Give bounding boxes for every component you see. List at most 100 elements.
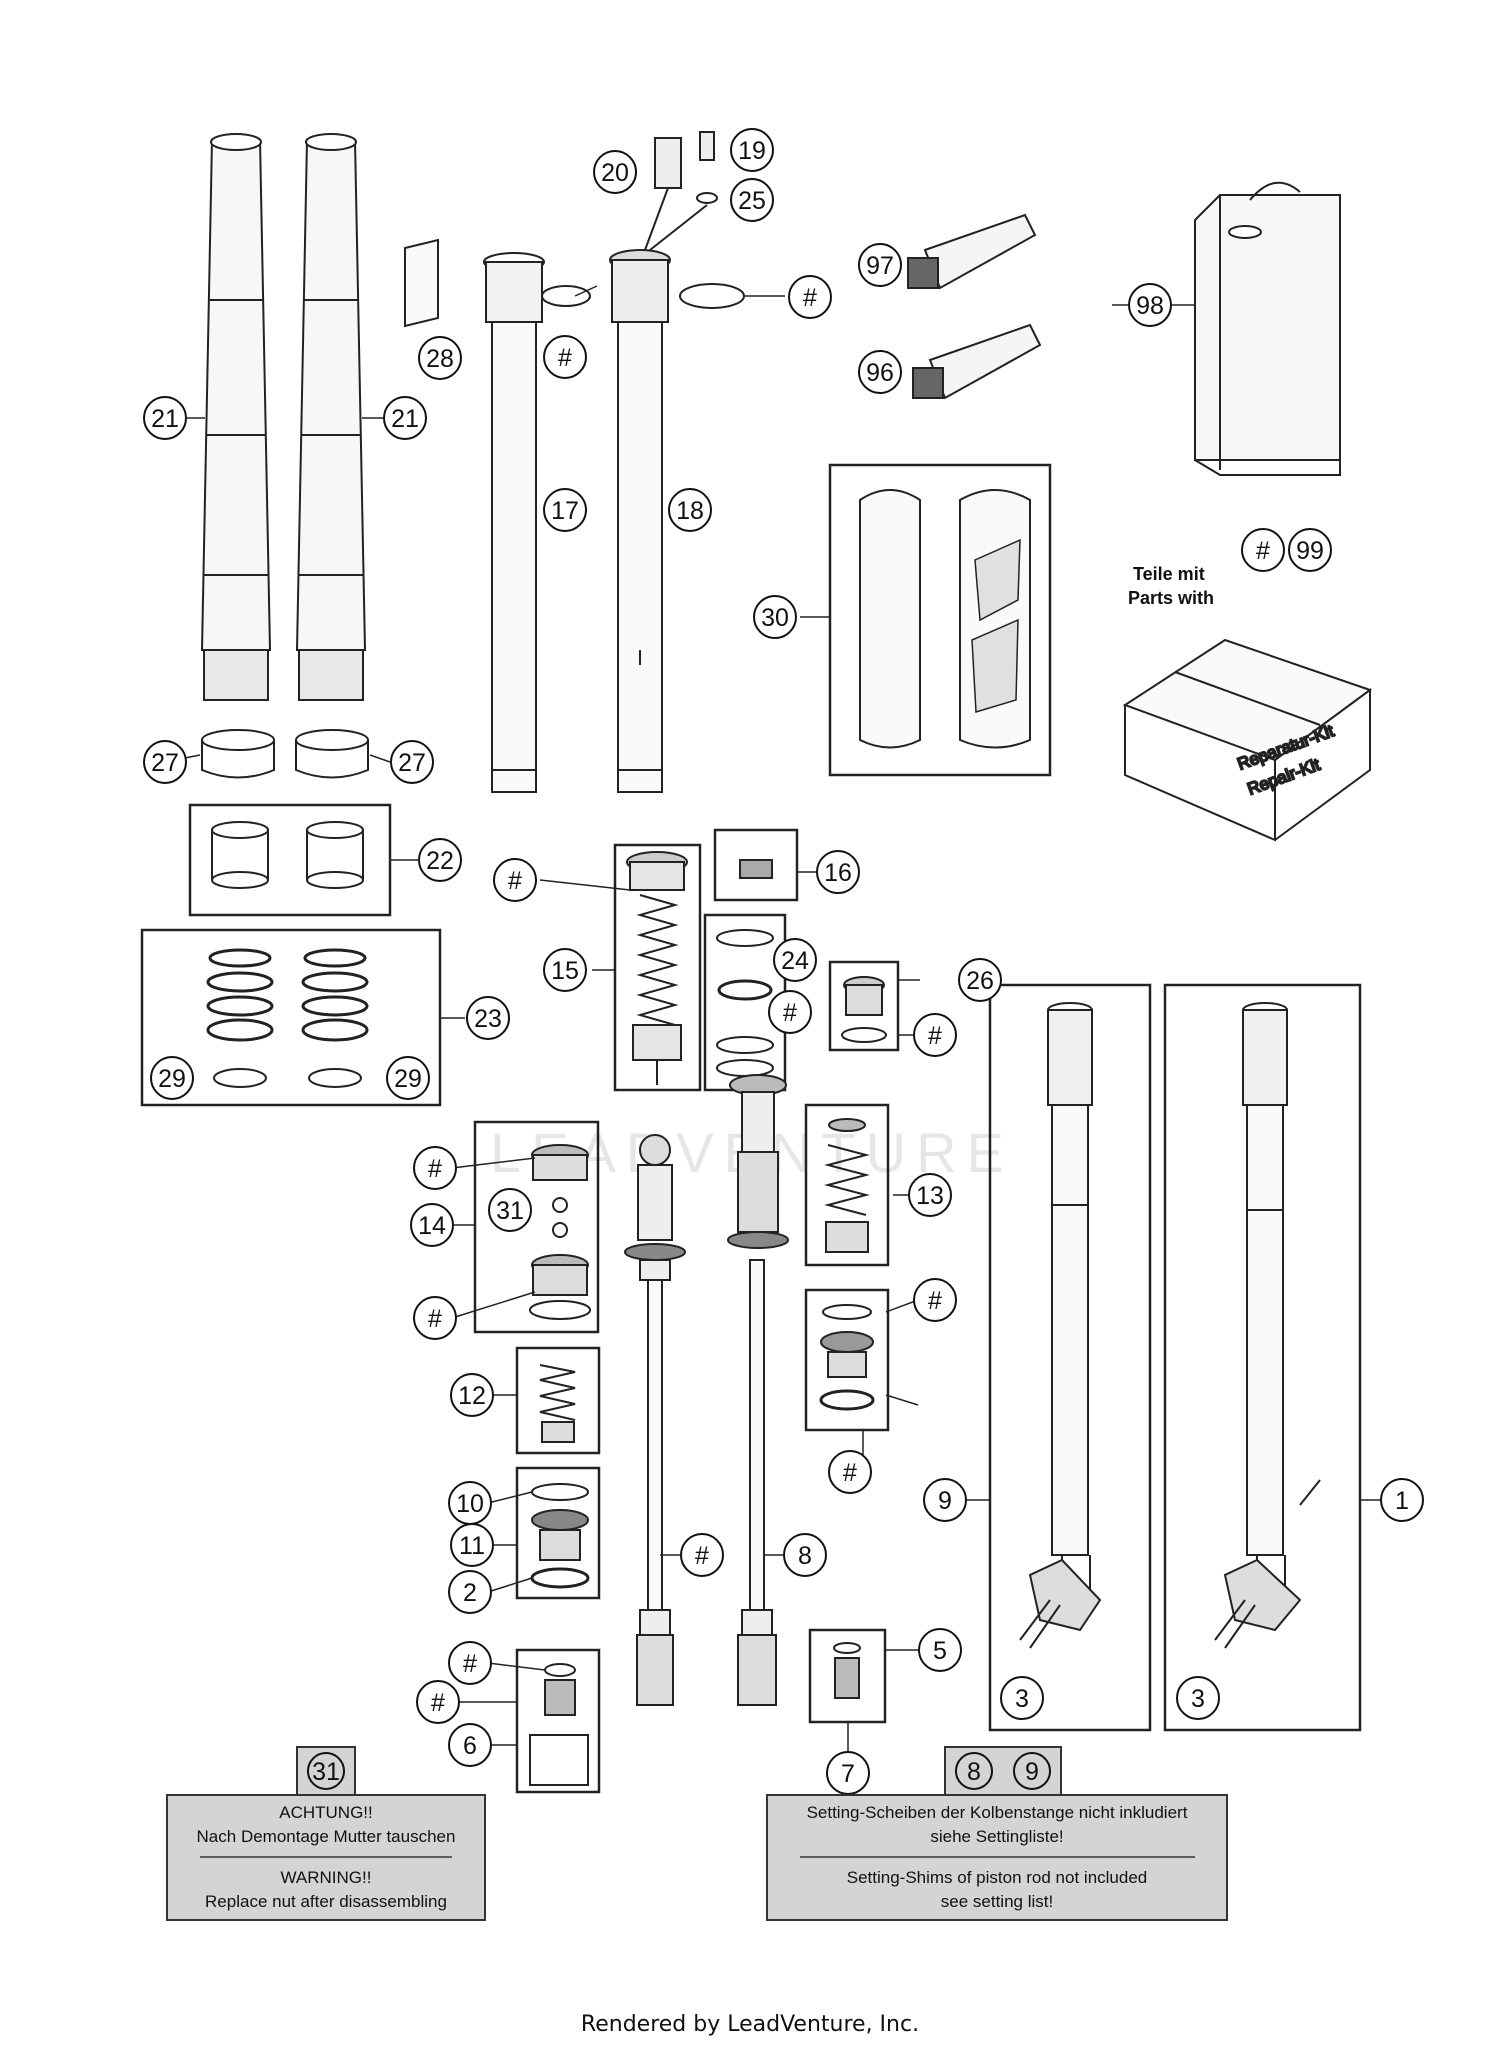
callout-label: 8 [798,1542,812,1570]
group-box-10 [515,1466,601,1600]
adjuster-16 [739,859,773,879]
callout-label: # [928,1287,942,1315]
callout-label: 23 [474,1005,502,1033]
callout-21: 21 [383,396,427,440]
callout-label: 9 [938,1487,952,1515]
seal-stack-right [301,948,369,1088]
callout-15: 15 [543,948,587,992]
group-box-15 [613,843,702,1092]
callout-label: 21 [151,405,179,433]
callout-18: 18 [668,488,712,532]
callout-label: 29 [158,1065,186,1093]
callout-3: 3 [1176,1676,1220,1720]
callout-21: 21 [143,396,187,440]
callout-label: 19 [738,137,766,165]
fork-guard-right [959,489,1031,749]
sticker-28 [404,238,439,328]
group-box-14 [473,1120,600,1334]
callout-label: # [843,1459,857,1487]
callout-label: 15 [551,957,579,985]
callout-22: 22 [418,838,462,882]
callout-1: 1 [1380,1478,1424,1522]
callout-label: # [428,1305,442,1333]
callout-label: 20 [601,159,629,187]
note-setting-shims-box: 8 9 Setting-Scheiben der Kolbenstange ni… [766,1746,1228,1921]
o-ring-18 [679,283,745,309]
nut-assembly-14 [529,1144,591,1320]
callout-hash: # [448,1641,492,1685]
callout-hash: # [913,1278,957,1322]
callout-label: 3 [1015,1685,1029,1713]
note-right-tag-8: 8 [967,1758,981,1786]
group-box-2 [1163,983,1362,1732]
callout-label: 2 [463,1579,477,1607]
bushing-set-24 [716,929,774,1077]
protector-cap-left [201,729,275,779]
callout-label: 10 [456,1490,484,1518]
note-right-tag-9: 9 [1025,1758,1039,1786]
note-left-en-text: Replace nut after disassembling [205,1892,447,1911]
callout-31: 31 [488,1188,532,1232]
screw-5 [529,1734,589,1786]
group-box-6-5 [515,1648,601,1794]
callout-label: 14 [418,1212,446,1240]
callout-label: 96 [866,359,894,387]
group-box-12 [515,1346,601,1455]
callout-label: 97 [866,252,894,280]
callout-19: 19 [730,128,774,172]
group-box-11 [804,1288,890,1432]
callout-24: 24 [773,938,817,982]
screw-20 [654,137,682,189]
callout-5: 5 [918,1628,962,1672]
damper-rod-9 [727,1074,789,1706]
callout-14: 14 [410,1203,454,1247]
callout-hash: # [416,1680,460,1724]
teile-mit-label: Teile mit [1133,564,1205,584]
damper-rod-8 [624,1134,686,1706]
callout-label: 98 [1136,292,1164,320]
callout-11: 11 [450,1523,494,1567]
note-right-en-line2: see setting list! [941,1892,1053,1911]
callout-label: 13 [916,1182,944,1210]
callout-label: 22 [426,847,454,875]
callout-hash: # [768,990,812,1034]
valve-6 [544,1663,576,1716]
callout-label: # [428,1155,442,1183]
note-left-de-heading: ACHTUNG!! [279,1803,373,1822]
bushing-right [306,821,364,889]
parts-with-label: Parts with [1128,588,1214,608]
callout-hash: # [788,275,832,319]
callout-label: # [783,999,797,1027]
callout-label: 7 [841,1760,855,1788]
callout-label: 6 [463,1732,477,1760]
fork-leg-1 [1019,1002,1102,1649]
spring-13 [824,1118,870,1253]
callout-label: 18 [676,497,704,525]
callout-label: 99 [1296,537,1324,565]
bushing-left [211,821,269,889]
valve-7 [833,1642,861,1699]
note-left-de-text: Nach Demontage Mutter tauschen [197,1827,456,1846]
note-right-en-line1: Setting-Shims of piston rod not included [847,1868,1148,1887]
callout-label: 28 [426,345,454,373]
callout-hash: # [828,1450,872,1494]
spring-cartridge-15 [626,851,688,1085]
callout-96: 96 [858,350,902,394]
callout-label: 27 [151,749,179,777]
callout-label: # [1256,537,1270,565]
callout-hash: # [493,858,537,902]
callout-label: 17 [551,497,579,525]
note-warning-box: 31 ACHTUNG!! Nach Demontage Mutter tausc… [166,1746,486,1921]
callout-7: 7 [826,1751,870,1795]
callout-hash: # [543,335,587,379]
group-box-22 [188,803,392,917]
callout-label: 31 [496,1197,524,1225]
callout-label: 1 [1395,1487,1409,1515]
group-box-26 [828,960,900,1052]
callout-hash: # [1241,528,1285,572]
callout-hash: # [680,1533,724,1577]
group-box-16 [713,828,799,902]
callout-16: 16 [816,850,860,894]
callout-23: 23 [466,996,510,1040]
piston-11 [819,1304,875,1411]
